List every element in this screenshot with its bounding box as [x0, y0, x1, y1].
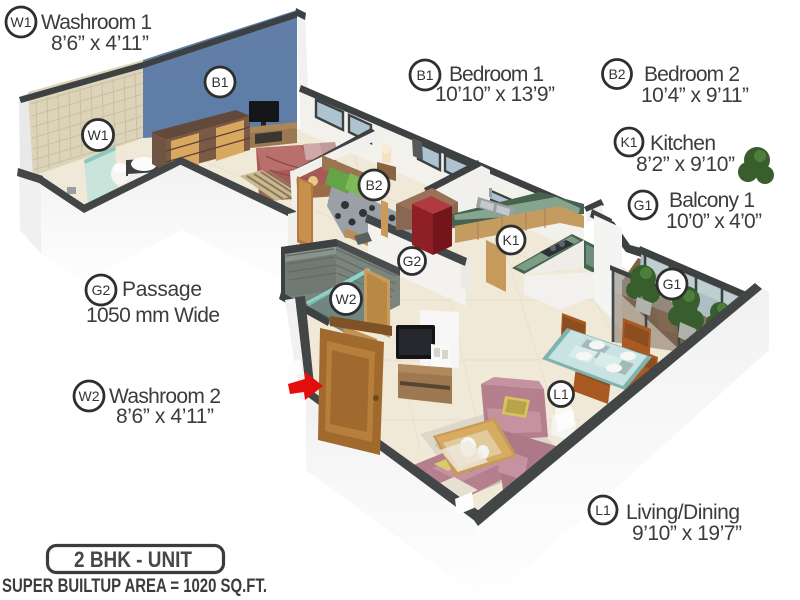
svg-text:8’6” x 4’11”: 8’6” x 4’11”	[116, 405, 214, 428]
svg-text:Living/Dining: Living/Dining	[626, 501, 740, 524]
svg-text:L1: L1	[595, 502, 611, 518]
svg-text:W1: W1	[88, 127, 109, 143]
svg-text:K1: K1	[620, 134, 637, 150]
svg-text:Washroom 2: Washroom 2	[109, 385, 221, 408]
svg-text:B2: B2	[365, 177, 382, 193]
svg-text:W2: W2	[79, 388, 100, 404]
svg-text:8’6” x 4’11”: 8’6” x 4’11”	[51, 32, 149, 55]
svg-text:10’10” x 13’9”: 10’10” x 13’9”	[435, 83, 555, 106]
svg-text:1050 mm Wide: 1050 mm Wide	[86, 304, 220, 327]
svg-text:10’4” x 9’11”: 10’4” x 9’11”	[641, 84, 749, 107]
svg-text:Passage: Passage	[122, 278, 202, 301]
svg-text:W1: W1	[11, 14, 32, 30]
svg-text:B1: B1	[416, 67, 433, 83]
svg-text:L1: L1	[553, 386, 569, 402]
svg-text:8’2” x 9’10”: 8’2” x 9’10”	[636, 153, 735, 176]
svg-text:K1: K1	[502, 232, 519, 248]
svg-text:SUPER BUILTUP AREA = 1020 SQ.F: SUPER BUILTUP AREA = 1020 SQ.FT.	[2, 576, 267, 597]
svg-text:10’0” x 4’0”: 10’0” x 4’0”	[666, 210, 762, 233]
svg-text:G2: G2	[403, 253, 422, 269]
svg-text:Bedroom 2: Bedroom 2	[644, 63, 740, 86]
svg-text:W2: W2	[336, 291, 357, 307]
svg-text:Washroom 1: Washroom 1	[41, 11, 152, 34]
svg-text:9’10” x 19’7”: 9’10” x 19’7”	[632, 522, 742, 545]
svg-text:G1: G1	[663, 276, 682, 292]
svg-text:B1: B1	[211, 74, 228, 90]
svg-text:Balcony 1: Balcony 1	[669, 189, 755, 212]
svg-text:Kitchen: Kitchen	[650, 132, 716, 155]
svg-text:Bedroom 1: Bedroom 1	[449, 63, 544, 86]
svg-text:B2: B2	[608, 66, 625, 82]
svg-text:G1: G1	[634, 197, 653, 213]
svg-text:2 BHK - UNIT: 2 BHK - UNIT	[74, 547, 192, 572]
svg-text:G2: G2	[92, 282, 111, 298]
